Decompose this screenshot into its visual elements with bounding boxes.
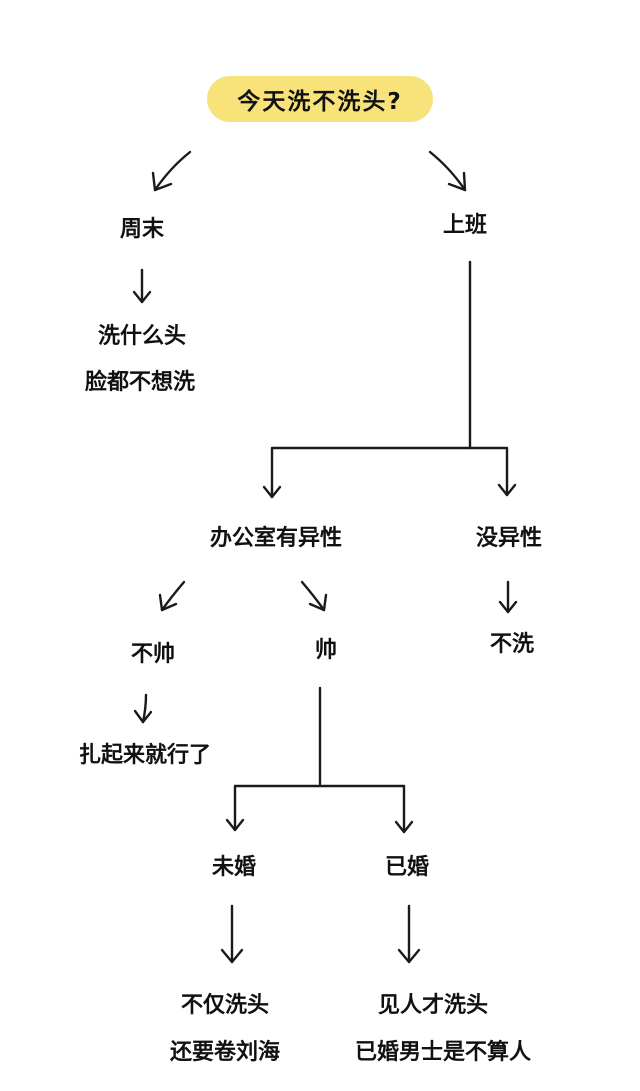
arrowhead <box>447 171 467 192</box>
arrowhead <box>262 485 282 499</box>
arrowhead <box>220 948 244 964</box>
work-split <box>270 446 509 499</box>
arrowhead <box>498 600 518 614</box>
arrow-office-to-handsome <box>300 580 326 612</box>
node-unmarried: 未婚 <box>211 855 257 880</box>
arrow-root-to-work <box>428 150 467 192</box>
unmarried-result-line2: 还要卷刘海 <box>169 1040 281 1065</box>
arrowhead <box>151 171 173 192</box>
arrowhead <box>225 818 245 832</box>
arrow-office-to-not-handsome <box>160 580 186 612</box>
arrowhead <box>158 593 178 612</box>
weekend-result-line1: 洗什么头 <box>97 324 187 349</box>
arrowhead <box>497 483 517 497</box>
married-result-line1: 见人才洗头 <box>377 993 489 1018</box>
arrow-root-to-weekend <box>153 150 192 192</box>
weekend-result-line2: 脸都不想洗 <box>84 370 196 395</box>
root-question: 今天洗不洗头? <box>237 89 403 115</box>
no-opposite-sex-result: 不洗 <box>489 632 535 657</box>
node-handsome: 帅 <box>314 638 338 663</box>
root-question-pill: 今天洗不洗头? <box>207 76 433 122</box>
node-no-opposite-sex: 没异性 <box>475 526 543 551</box>
handsome-split <box>233 784 406 834</box>
not-handsome-result: 扎起来就行了 <box>78 743 212 768</box>
married-result-line2: 已婚男士是不算人 <box>354 1040 532 1065</box>
node-office-opposite-sex: 办公室有异性 <box>209 526 343 551</box>
node-married: 已婚 <box>384 855 430 880</box>
node-weekend: 周末 <box>119 217 165 242</box>
arrowhead <box>397 948 421 964</box>
arrowhead <box>132 290 152 304</box>
node-not-handsome: 不帅 <box>130 642 176 667</box>
node-work: 上班 <box>442 213 488 238</box>
arrowhead <box>394 820 414 834</box>
arrowhead <box>308 593 328 612</box>
arrowhead <box>133 709 153 724</box>
unmarried-result-line1: 不仅洗头 <box>180 993 270 1018</box>
